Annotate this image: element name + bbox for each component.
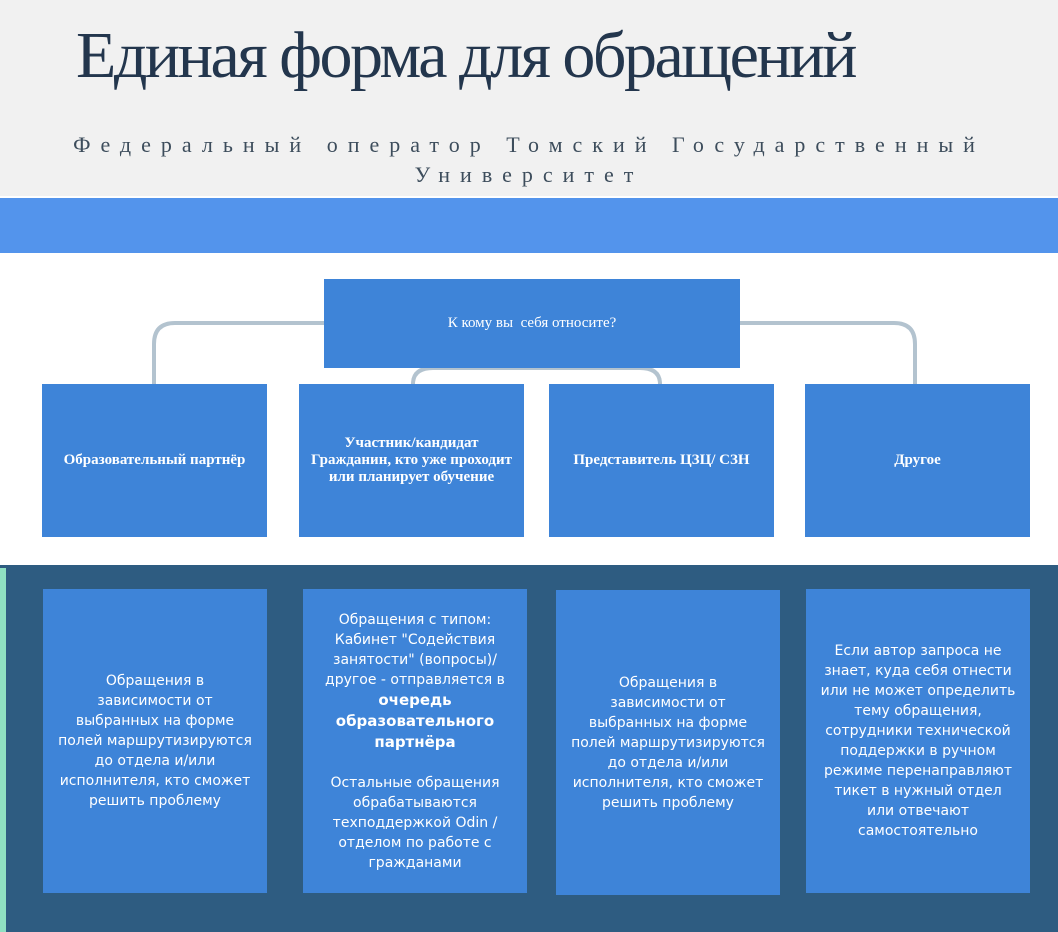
description-intro: Обращения с типом: Кабинет "Содействия з… [325,611,505,751]
accent-bar [0,568,6,932]
category-box-other: Другое [805,384,1030,537]
page-subtitle: Федеральный оператор Томский Государстве… [73,132,985,187]
connector-left [152,321,326,386]
page-title: Единая форма для обращений [76,19,857,92]
description-box-participant: Обращения с типом: Кабинет "Содействия з… [303,589,527,893]
description-box-other: Если автор запроса не знает, куда себя о… [806,589,1030,893]
queue-highlight: очередь образовательного партнёра [335,690,495,751]
description-text: Если автор запроса не знает, куда себя о… [820,643,1016,839]
description-text: Обращения в зависимости от выбранных на … [58,673,252,809]
question-box: К кому вы себя относите? [324,279,740,368]
category-label: Участник/кандидат Гражданин, кто уже про… [311,435,512,485]
question-text: К кому вы себя относите? [447,315,617,331]
connector-right [740,321,917,386]
category-box-partner: Образовательный партнёр [42,384,267,537]
description-rest: Остальные обращения обрабатываются техпо… [330,774,500,871]
connector-middle [411,366,662,386]
category-label: Представитель ЦЗЦ/ СЗН [573,452,750,468]
description-box-partner: Обращения в зависимости от выбранных на … [43,589,267,893]
description-text: Обращения в зависимости от выбранных на … [571,674,765,811]
category-box-participant: Участник/кандидат Гражданин, кто уже про… [299,384,524,537]
category-box-representative: Представитель ЦЗЦ/ СЗН [549,384,774,537]
category-label: Образовательный партнёр [63,452,246,468]
category-label: Другое [894,452,941,468]
blue-band [0,198,1058,253]
header: Единая форма для обращений Федеральный о… [0,0,1058,196]
description-box-representative: Обращения в зависимости от выбранных на … [556,590,780,895]
